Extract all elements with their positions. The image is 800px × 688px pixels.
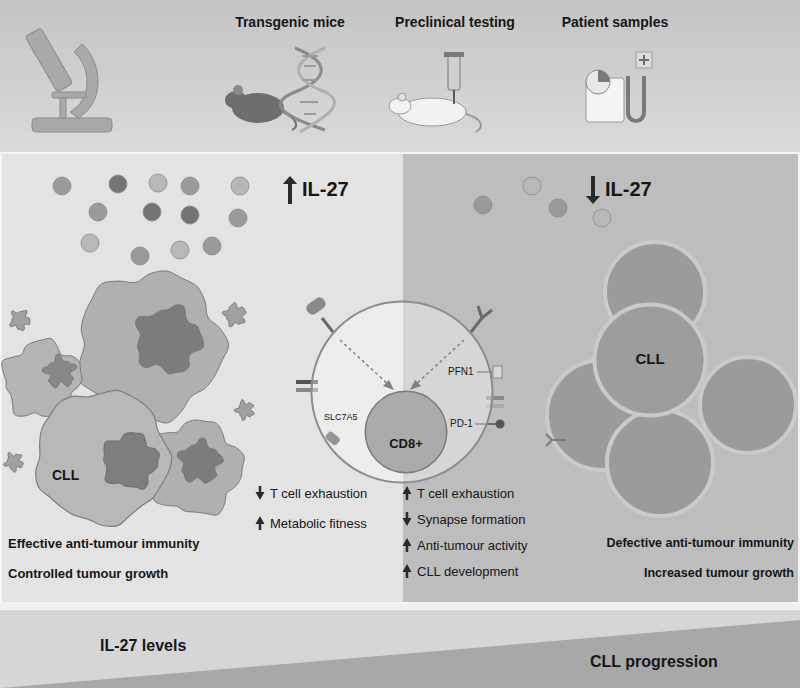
section-heading: Patient samples: [562, 14, 669, 31]
il27-molecule: [109, 175, 127, 193]
cell-fragment: [234, 400, 254, 421]
panel-frame: [1, 153, 799, 603]
microscope-icon: [25, 28, 112, 132]
node-label: PD-1: [450, 418, 473, 430]
il27-molecule: [143, 203, 161, 221]
trend-arrow: [403, 486, 412, 500]
node-label: CLL: [592, 350, 708, 368]
nucleus: CD8+: [364, 390, 448, 474]
node-label: CD8+: [364, 436, 448, 452]
node-label: PFN1: [448, 366, 474, 378]
il27-molecule: [593, 209, 611, 227]
il27-wedge: [0, 610, 800, 688]
il27-molecule: [229, 209, 247, 227]
section-heading: Transgenic mice: [235, 14, 345, 31]
il27-molecule: [89, 203, 107, 221]
bottom-band: [0, 604, 800, 688]
il27-molecule: [181, 177, 199, 195]
outcome-text: Effective anti-tumour immunity: [8, 536, 199, 552]
cell-fragment: [136, 305, 204, 374]
cll-cell: CLL: [22, 385, 182, 530]
trend-arrow: [256, 486, 265, 500]
effect-item: T cell exhaustion: [270, 486, 367, 502]
outcome-text: Defective anti-tumour immunity: [606, 536, 794, 551]
il27-molecule: [53, 177, 71, 195]
cll-cell: CLL: [592, 302, 708, 418]
cd8-t-cell: SLC7A5 PFN1PD-1CD8+: [310, 300, 494, 484]
il27-molecule: [549, 199, 567, 217]
il27-molecule: [81, 234, 99, 252]
effect-item: Synapse formation: [417, 512, 525, 528]
cell-fragment: [42, 354, 77, 388]
cell-fragment: [10, 310, 30, 330]
top-band: [0, 0, 800, 152]
trend-arrows: [256, 176, 601, 578]
section-heading: Preclinical testing: [395, 14, 515, 31]
trend-arrow: [586, 176, 600, 204]
cell-fragment: [222, 302, 246, 326]
il27-molecule: [523, 177, 541, 195]
progression-wedge: [0, 620, 800, 688]
effect-item: Anti-tumour activity: [417, 538, 528, 554]
nucleus-outline: [364, 390, 448, 474]
trend-arrow: [403, 512, 412, 526]
axis-label: IL-27 levels: [100, 636, 186, 655]
il27-molecule: [203, 237, 221, 255]
trend-arrow: [403, 538, 412, 552]
preclinical-mouse-icon: [389, 52, 481, 132]
il27-molecule: [131, 247, 149, 265]
il27-molecule: [474, 196, 492, 214]
effect-item: Metabolic fitness: [270, 516, 367, 532]
cll-receptor: [546, 434, 566, 446]
cll-cell-outline: [22, 385, 182, 530]
il27-molecule: [149, 174, 167, 192]
effect-item: CLL development: [417, 564, 518, 580]
node-label: CLL: [52, 467, 79, 484]
cell-fragment: [177, 438, 223, 483]
cell-fragment: [3, 452, 23, 472]
il27-molecule: [171, 241, 189, 259]
trend-arrow: [403, 564, 412, 578]
cytokine-level: IL-27: [605, 177, 652, 201]
il27-molecules: [53, 174, 611, 265]
cytokine-level: IL-27: [302, 177, 349, 201]
axis-label: CLL progression: [590, 652, 718, 671]
il27-molecule: [181, 206, 199, 224]
effect-item: T cell exhaustion: [417, 486, 514, 502]
trend-arrow: [283, 176, 297, 204]
il27-molecule: [231, 177, 249, 195]
outcome-text: Increased tumour growth: [644, 566, 794, 581]
cll-cells: [547, 242, 796, 516]
patient-samples-icon: [586, 52, 652, 122]
node-label: SLC7A5: [324, 412, 358, 423]
outcome-text: Controlled tumour growth: [8, 566, 168, 582]
transgenic-mouse-icon: [225, 48, 335, 132]
trend-arrow: [256, 516, 265, 530]
